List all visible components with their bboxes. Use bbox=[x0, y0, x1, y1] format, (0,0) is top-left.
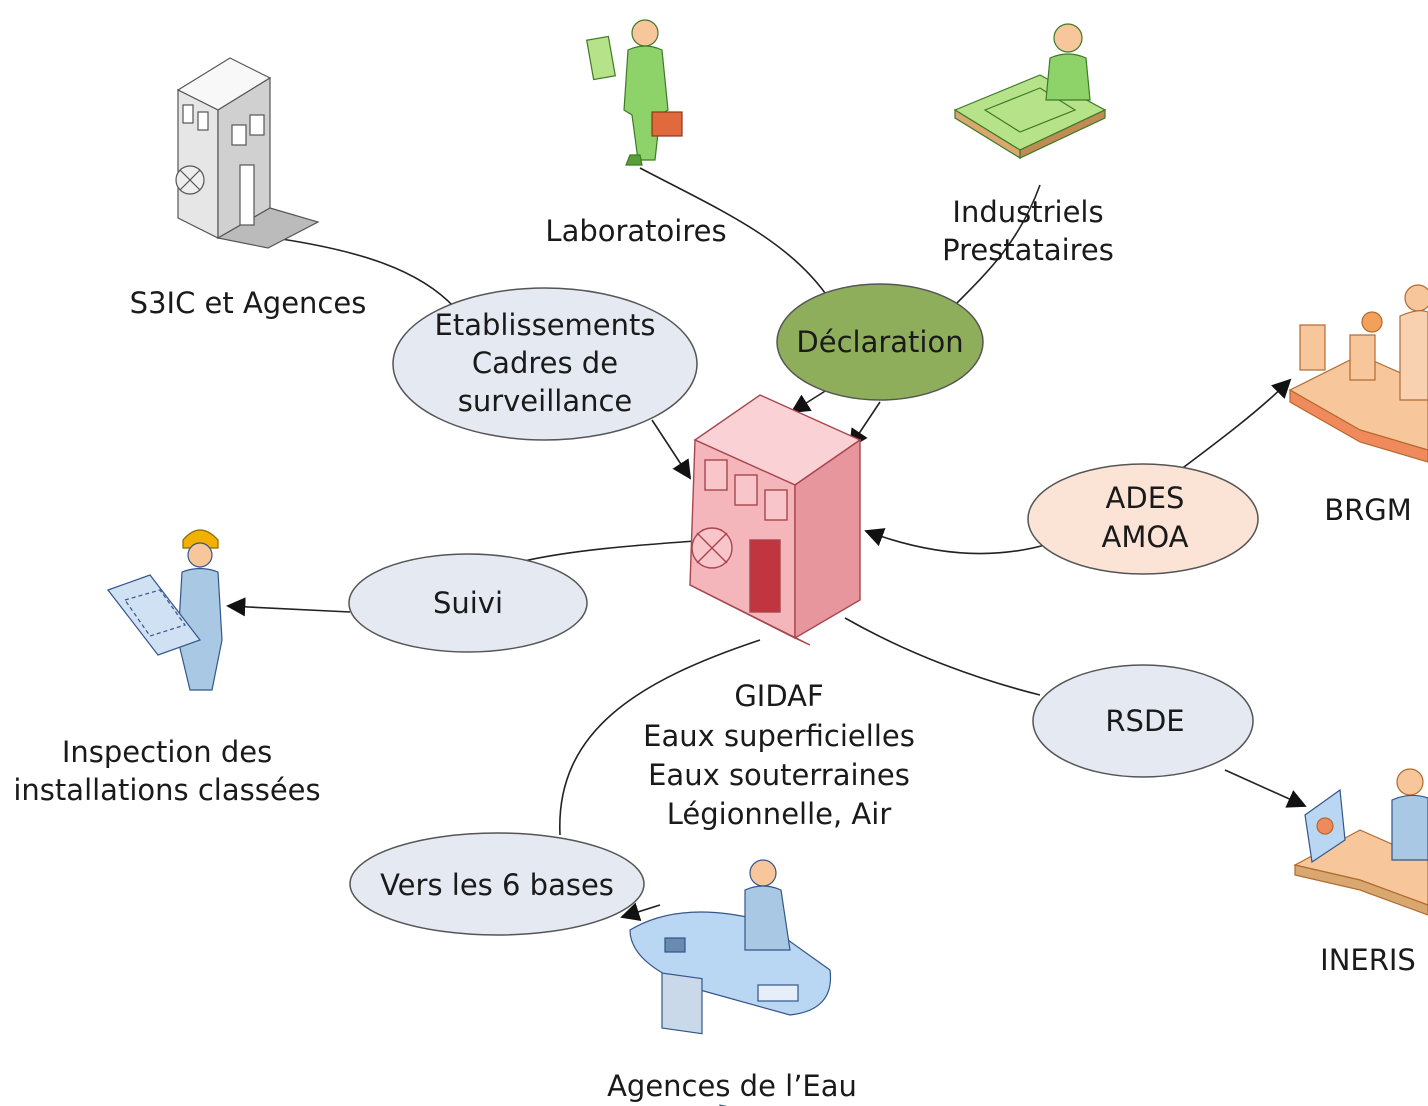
connector-s3ic-etablissements bbox=[267, 236, 456, 309]
inspection-person-icon bbox=[107, 529, 223, 691]
ades-line-1: ADES bbox=[1106, 481, 1185, 515]
connector-gidaf-rsde bbox=[844, 617, 1041, 696]
declaration-ellipse bbox=[776, 283, 984, 401]
suivi-ellipse bbox=[348, 553, 588, 653]
etablissements-line-1: Etablissements bbox=[435, 308, 656, 342]
ades-line-2: AMOA bbox=[1101, 520, 1188, 554]
gidaf-line-2: Eaux superficielles bbox=[643, 719, 915, 753]
connector-suivi-inspection bbox=[226, 597, 351, 617]
agences-eau-label: Agences de l’Eau bbox=[607, 1069, 857, 1103]
connector-industriels-declaration bbox=[954, 184, 1041, 306]
vers-bases-ellipse bbox=[349, 832, 645, 936]
inspection-line-2: installations classées bbox=[13, 773, 320, 807]
ades-ellipse bbox=[1027, 463, 1259, 575]
connector-declaration-gidaf-1 bbox=[790, 387, 831, 414]
suivi-label: Suivi bbox=[433, 586, 503, 620]
gidaf-line-1: GIDAF bbox=[734, 679, 823, 713]
connectors bbox=[226, 167, 1307, 921]
connector-rsde-ineris bbox=[1224, 769, 1307, 808]
industriels-person-icon bbox=[953, 23, 1107, 160]
agences-eau-person-icon bbox=[629, 859, 832, 1106]
brgm-workers-icon bbox=[1288, 284, 1428, 463]
ineris-label: INERIS bbox=[1320, 943, 1416, 977]
s3ic-label: S3IC et Agences bbox=[130, 286, 367, 320]
laboratoires-person-icon bbox=[585, 19, 683, 166]
gidaf-line-3: Eaux souterraines bbox=[648, 758, 910, 792]
industriels-line-1: Industriels bbox=[952, 195, 1103, 229]
brgm-label: BRGM bbox=[1324, 493, 1412, 527]
etablissements-line-2: Cadres de bbox=[472, 346, 618, 380]
declaration-label: Déclaration bbox=[796, 325, 963, 359]
connector-gidaf-vers-bases bbox=[559, 639, 761, 836]
gidaf-building-icon bbox=[689, 394, 862, 646]
connector-ades-brgm bbox=[1179, 378, 1292, 471]
connector-ades-gidaf bbox=[864, 528, 1046, 555]
etablissements-line-3: surveillance bbox=[458, 384, 633, 418]
s3ic-building-icon bbox=[175, 57, 320, 249]
connector-etablissements-gidaf bbox=[651, 419, 692, 480]
vers-bases-label: Vers les 6 bases bbox=[380, 868, 614, 902]
connector-gidaf-suivi bbox=[519, 540, 696, 563]
rsde-ellipse bbox=[1032, 664, 1254, 778]
ineris-worker-icon bbox=[1293, 768, 1428, 916]
etablissements-ellipse bbox=[392, 287, 698, 441]
gidaf-line-4: Légionnelle, Air bbox=[667, 797, 892, 831]
industriels-line-2: Prestataires bbox=[942, 233, 1114, 267]
inspection-line-1: Inspection des bbox=[62, 735, 272, 769]
connector-laboratoires-declaration bbox=[639, 167, 831, 301]
rsde-label: RSDE bbox=[1105, 704, 1184, 738]
connector-vers-bases-agences bbox=[620, 902, 661, 921]
laboratoires-label: Laboratoires bbox=[545, 214, 726, 248]
